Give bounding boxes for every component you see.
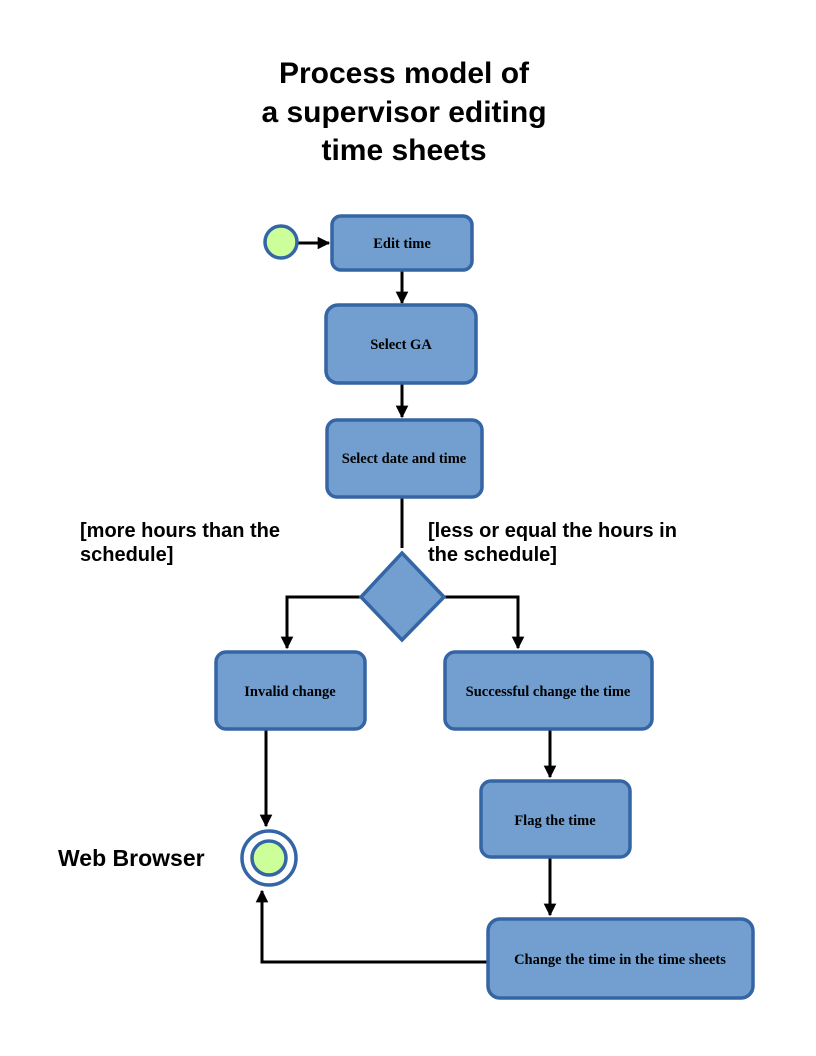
activity-successful-change [443, 650, 654, 731]
label-edit-time: Edit time [373, 236, 431, 252]
activity-change-time [486, 917, 755, 1000]
guard-less-equal-line-2: the schedule] [428, 544, 557, 566]
flow-decision-to-successful [444, 595, 525, 650]
title-line-1: Process model of [279, 57, 530, 90]
label-change-time: Change the time in the time sheets [514, 952, 726, 968]
flow-change-to-end [255, 889, 488, 964]
label-flag-time: Flag the time [514, 813, 596, 829]
activity-select-date [325, 418, 484, 499]
activity-flag-time [479, 779, 632, 859]
connectors [255, 236, 557, 964]
title-line-2: a supervisor editing [261, 96, 546, 129]
diagram-title: Process model of a supervisor editing ti… [261, 57, 546, 167]
label-select-date: Select date and time [342, 451, 467, 467]
flow-decision-to-invalid [280, 595, 361, 650]
activity-select-ga [324, 303, 478, 385]
label-successful-change: Successful change the time [466, 684, 631, 700]
start-node [263, 224, 299, 260]
label-select-ga: Select GA [370, 337, 432, 353]
title-line-3: time sheets [321, 134, 486, 167]
activity-invalid-change [214, 650, 367, 731]
end-node-label: Web Browser [58, 845, 205, 871]
decision-node [358, 550, 447, 643]
activity-edit-time [330, 214, 474, 272]
end-node [240, 829, 298, 887]
guard-less-equal-line-1: [less or equal the hours in [428, 520, 677, 542]
guard-more-hours-line-1: [more hours than the [80, 520, 280, 542]
end-node-inner [250, 839, 288, 877]
guard-more-hours-line-2: schedule] [80, 544, 173, 566]
label-invalid-change: Invalid change [244, 684, 336, 700]
